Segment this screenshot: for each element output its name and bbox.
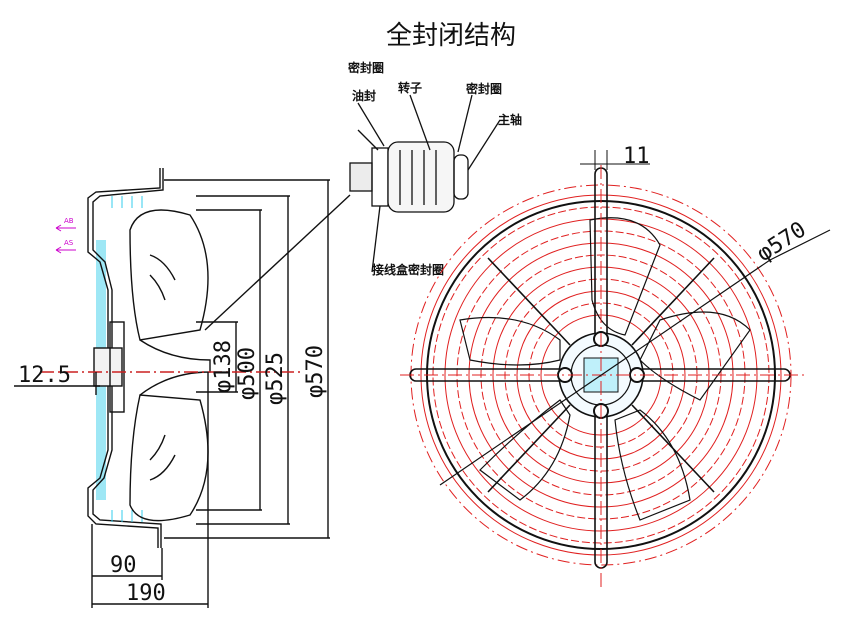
airflow-arrows [55,224,76,254]
dim-d138: φ138 [211,340,236,393]
dim-slot-11: 11 [623,144,650,169]
label-seal-ring-right: 密封圈 [466,81,502,96]
dim-shaft-offset: 12.5 [18,363,71,388]
dim-d525: φ525 [263,352,288,405]
drawing-title: 全封闭结构 [386,21,516,51]
label-junction-box-seal: 接线盒密封圈 [372,262,444,277]
dim-d570-side: φ570 [303,345,328,398]
blade-top [129,209,209,341]
label-rotor: 转子 [398,80,422,95]
motor-detail [349,94,501,273]
airflow-bottom-label: AS [64,239,74,247]
dim-depth-190: 190 [126,581,166,606]
label-oil-seal: 油封 [352,88,376,103]
dim-depth-90: 90 [110,553,137,578]
airflow-top-label: AB [64,217,74,225]
label-seal-ring-top: 密封圈 [348,60,384,75]
dim-d570-front: φ570 [753,217,811,267]
blade-bottom [129,394,209,522]
side-view [14,168,351,608]
label-main-shaft: 主轴 [498,112,522,127]
dim-d500: φ500 [235,347,260,400]
motor-body [93,347,123,387]
housing-ribs [111,196,143,522]
front-view [400,150,831,590]
